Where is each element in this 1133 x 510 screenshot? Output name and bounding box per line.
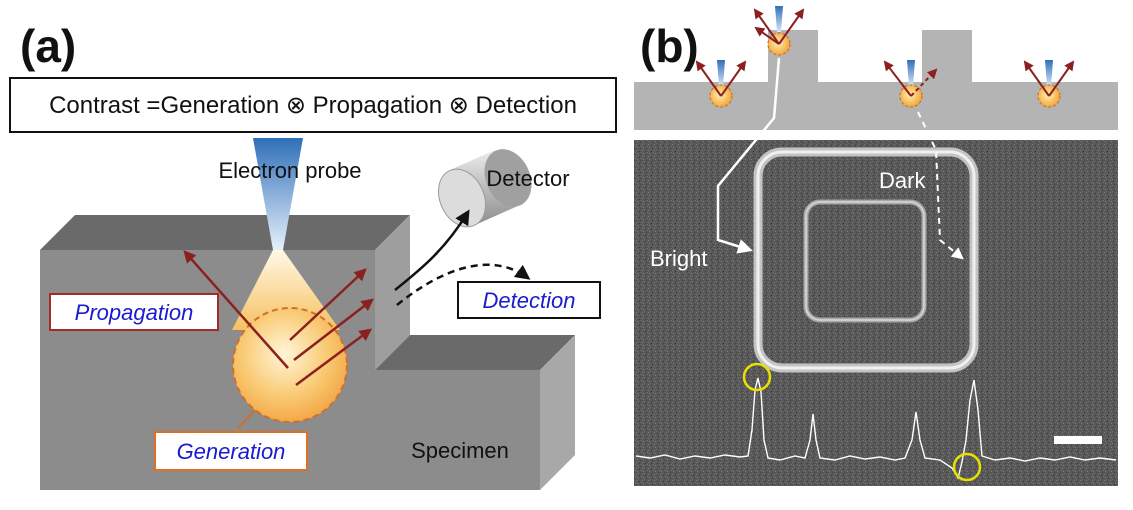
dark-dip-marker bbox=[952, 452, 982, 482]
electron-beam bbox=[253, 138, 303, 250]
propagation-label: Propagation bbox=[75, 300, 194, 325]
line-profile bbox=[635, 377, 1117, 480]
specimen-label: Specimen bbox=[411, 438, 509, 463]
sem-image bbox=[634, 140, 1118, 486]
interaction-cone bbox=[232, 250, 340, 330]
formula-text: Contrast =Generation ⊗ Propagation ⊗ Det… bbox=[49, 92, 577, 119]
emission-site-4 bbox=[1023, 60, 1075, 108]
formula-box bbox=[9, 77, 617, 133]
detector-label: Detector bbox=[486, 166, 569, 191]
detected-arrow bbox=[394, 209, 470, 291]
bright-connector bbox=[716, 57, 781, 254]
dark-connector bbox=[917, 111, 964, 260]
dark-label: Dark bbox=[879, 168, 926, 193]
detection-box bbox=[457, 281, 601, 319]
generation-leader bbox=[237, 409, 256, 429]
bright-peak-marker bbox=[742, 362, 772, 392]
electron-probe-label: Electron probe bbox=[218, 158, 361, 183]
detector-icon bbox=[437, 149, 532, 228]
propagation-box bbox=[49, 293, 219, 331]
panel-a-letter: (a) bbox=[20, 20, 76, 72]
panel-b-letter: (b) bbox=[640, 20, 699, 72]
emission-site-3 bbox=[883, 60, 938, 108]
bright-label: Bright bbox=[650, 246, 707, 271]
emission-site-2 bbox=[753, 6, 805, 56]
panel-b: (b) bbox=[634, 6, 1118, 486]
cross-section bbox=[634, 30, 1118, 130]
detection-label: Detection bbox=[483, 288, 576, 313]
panel-a: (a) Contrast =Generation ⊗ Propagation ⊗… bbox=[9, 20, 617, 490]
propagation-arrows bbox=[183, 250, 374, 387]
lost-arrow bbox=[396, 263, 531, 306]
emission-site-1 bbox=[695, 60, 747, 108]
generation-label: Generation bbox=[177, 439, 286, 464]
scale-bar bbox=[1054, 436, 1102, 444]
generation-box bbox=[154, 431, 308, 471]
